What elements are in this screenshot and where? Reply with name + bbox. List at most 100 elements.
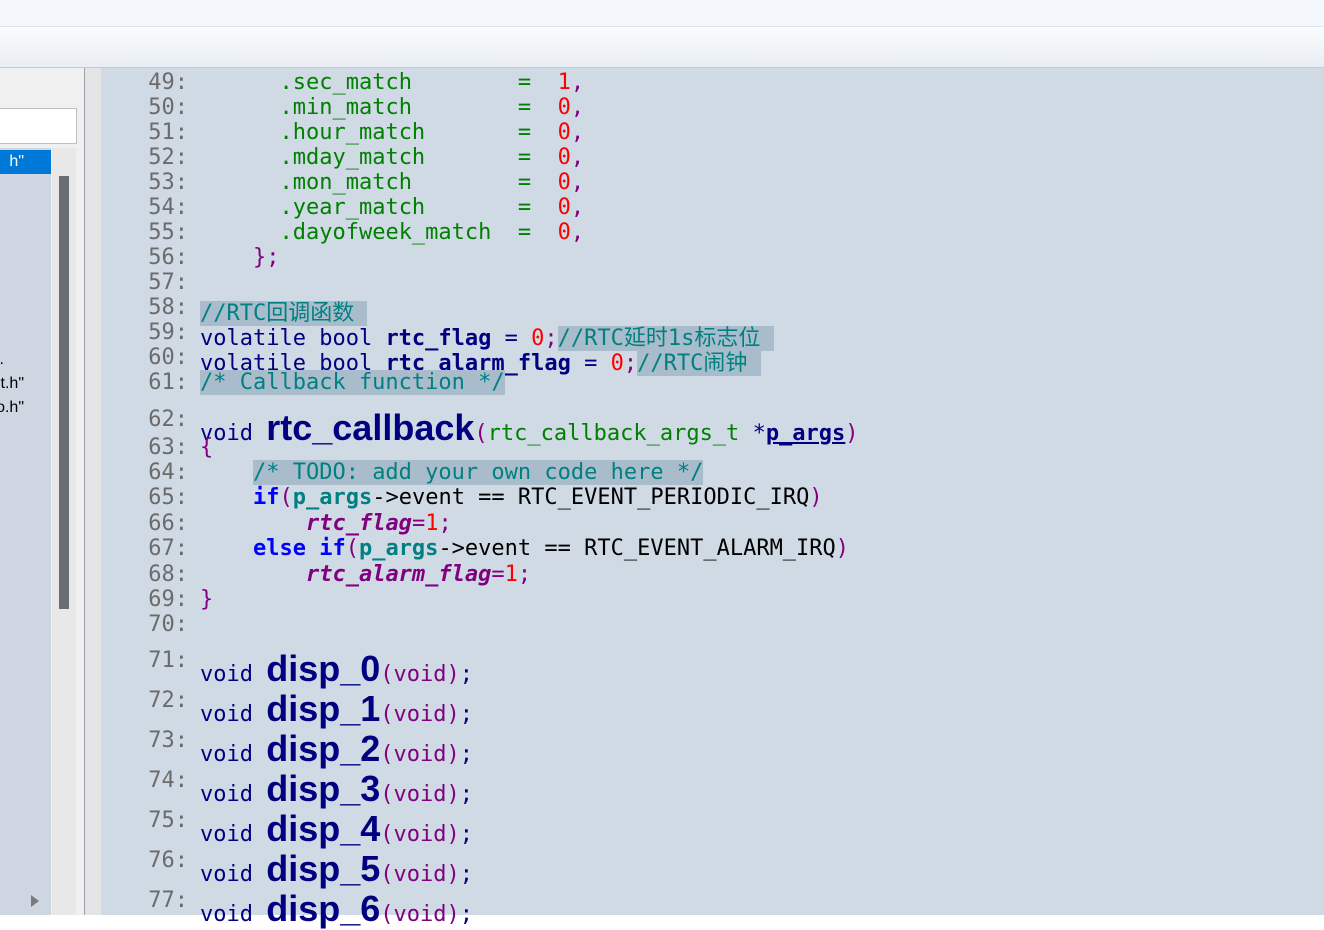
explorer-scrollbar-thumb[interactable] <box>59 176 69 609</box>
line-number: 55: <box>148 220 188 245</box>
code-token <box>412 170 518 195</box>
code-text: void disp_3(void); <box>200 768 473 810</box>
code-token: p_args <box>765 421 846 446</box>
line-number: 76: <box>148 848 188 873</box>
code-token: ( <box>474 421 488 446</box>
code-token: ) <box>809 485 823 510</box>
code-token: if <box>252 485 280 510</box>
line-number: 65: <box>148 485 188 510</box>
code-text: .min_match = 0, <box>200 95 584 120</box>
code-text: void disp_1(void); <box>200 688 473 730</box>
code-token: * <box>752 421 766 446</box>
code-token: .hour_match <box>279 120 426 145</box>
code-token: ->event == RTC_EVENT_PERIODIC_IRQ <box>372 485 810 510</box>
code-token: else if <box>252 536 346 561</box>
code-text: .dayofweek_match = 0, <box>200 220 584 245</box>
file-list-item-label: . <box>0 348 4 372</box>
code-token: ; <box>517 562 532 587</box>
code-text: /* TODO: add your own code here */ <box>200 460 704 485</box>
line-number: 69: <box>148 587 188 612</box>
code-token: (void) <box>380 862 460 887</box>
code-token <box>412 95 518 120</box>
code-token <box>200 95 279 120</box>
code-text: rtc_flag=1; <box>200 511 452 536</box>
function-name: disp_5 <box>266 848 381 889</box>
code-token <box>425 120 518 145</box>
code-token <box>200 460 253 485</box>
function-name: disp_4 <box>266 808 381 849</box>
line-number: 64: <box>148 460 188 485</box>
code-token: ; <box>544 326 558 351</box>
code-token <box>200 220 279 245</box>
line-number: 66: <box>148 511 188 536</box>
code-token: 0 <box>557 170 571 195</box>
code-token: //RTC回调函数 <box>200 301 368 326</box>
code-token: = <box>411 511 426 536</box>
line-number: 52: <box>148 145 188 170</box>
code-token: //RTC延时1s标志位 <box>557 326 774 351</box>
code-token: = <box>517 120 532 145</box>
code-token: ; <box>459 702 474 727</box>
title-bar <box>0 0 1324 27</box>
code-token <box>491 220 518 245</box>
code-token <box>531 95 558 120</box>
code-token <box>531 195 558 220</box>
code-token: 1 <box>557 70 571 95</box>
code-token: .min_match <box>279 95 412 120</box>
code-text: rtc_alarm_flag=1; <box>200 562 531 587</box>
line-number: 70: <box>148 612 188 637</box>
code-token <box>200 70 279 95</box>
scroll-right-arrow-icon[interactable] <box>31 895 39 907</box>
code-token: ; <box>459 782 474 807</box>
code-token: ( <box>279 485 293 510</box>
code-token: //RTC闹钟 <box>637 351 761 376</box>
code-token: 0 <box>610 351 624 376</box>
code-text: .mon_match = 0, <box>200 170 584 195</box>
code-token: void <box>200 662 267 687</box>
explorer-filter-input[interactable] <box>0 108 77 144</box>
explorer-scrollbar[interactable] <box>52 148 76 915</box>
code-token: ( <box>345 536 359 561</box>
line-number: 59: <box>148 320 188 345</box>
line-number: 71: <box>148 648 188 673</box>
code-token <box>200 120 279 145</box>
line-number: 58: <box>148 295 188 320</box>
code-token: 0 <box>557 120 571 145</box>
code-text: void rtc_callback(rtc_callback_args_t *p… <box>200 407 859 449</box>
code-token: 0 <box>557 145 571 170</box>
code-token: .dayofweek_match <box>279 220 492 245</box>
file-list-item[interactable]: . <box>0 348 51 372</box>
code-editor[interactable]: 49: .sec_match = 1,50: .min_match = 0,51… <box>101 68 1324 929</box>
code-token <box>200 562 306 587</box>
function-name: disp_2 <box>266 728 381 769</box>
code-text: void disp_5(void); <box>200 848 473 890</box>
line-number: 77: <box>148 888 188 913</box>
code-token: 1 <box>504 562 518 587</box>
line-number: 56: <box>148 245 188 270</box>
code-text: volatile bool rtc_flag = 0;//RTC延时1s标志位 <box>200 320 774 352</box>
code-token: }; <box>252 245 280 270</box>
code-token: rtc_flag <box>305 511 412 536</box>
line-number: 68: <box>148 562 188 587</box>
file-list-item-selected[interactable]: h" <box>0 150 51 174</box>
code-token: } <box>200 587 214 612</box>
code-token <box>425 145 518 170</box>
code-token <box>200 145 279 170</box>
code-text: } <box>200 587 213 612</box>
file-list-item[interactable]: t.h" <box>0 372 51 396</box>
file-list: h" . t.h" o.h" <box>0 148 51 915</box>
line-number: 75: <box>148 808 188 833</box>
code-token <box>200 195 279 220</box>
function-name: disp_0 <box>266 648 381 689</box>
code-text: void disp_4(void); <box>200 808 473 850</box>
file-list-item[interactable]: o.h" <box>0 396 51 420</box>
code-token: ; <box>623 351 638 376</box>
code-token: = <box>517 145 532 170</box>
code-token: , <box>570 195 585 220</box>
code-token: (void) <box>380 702 460 727</box>
code-token: /* TODO: add your own code here */ <box>252 460 704 485</box>
code-token: , <box>570 145 585 170</box>
line-number: 74: <box>148 768 188 793</box>
code-token: ; <box>459 662 474 687</box>
code-token: .mon_match <box>279 170 412 195</box>
